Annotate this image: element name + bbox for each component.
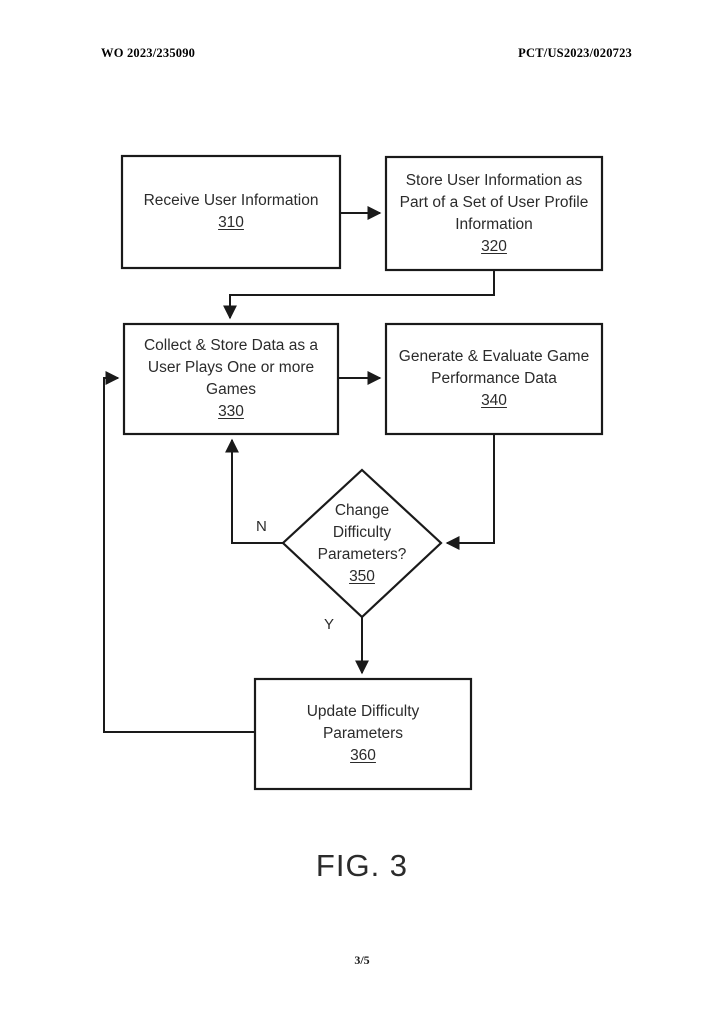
edge-label-no: N xyxy=(256,518,267,535)
node-350-shape xyxy=(281,468,443,619)
publication-number: WO 2023/235090 xyxy=(101,46,196,60)
figure-caption: FIG. 3 xyxy=(315,848,409,883)
page-header: WO 2023/235090 PCT/US2023/020723 xyxy=(0,46,724,66)
application-number: PCT/US2023/020723 xyxy=(518,46,632,60)
node-360-shape xyxy=(253,677,473,791)
page-number: 3/5 xyxy=(354,953,370,967)
node-330-shape xyxy=(122,322,340,436)
node-340-shape xyxy=(384,322,604,436)
edge-340-to-350 xyxy=(445,434,495,550)
edge-360-to-330 xyxy=(103,371,255,733)
edge-350-no-to-330 xyxy=(225,438,283,544)
edge-label-yes: Y xyxy=(324,616,335,633)
edge-320-to-330 xyxy=(223,270,495,320)
node-310-shape xyxy=(120,154,342,270)
node-320-shape xyxy=(384,155,604,272)
